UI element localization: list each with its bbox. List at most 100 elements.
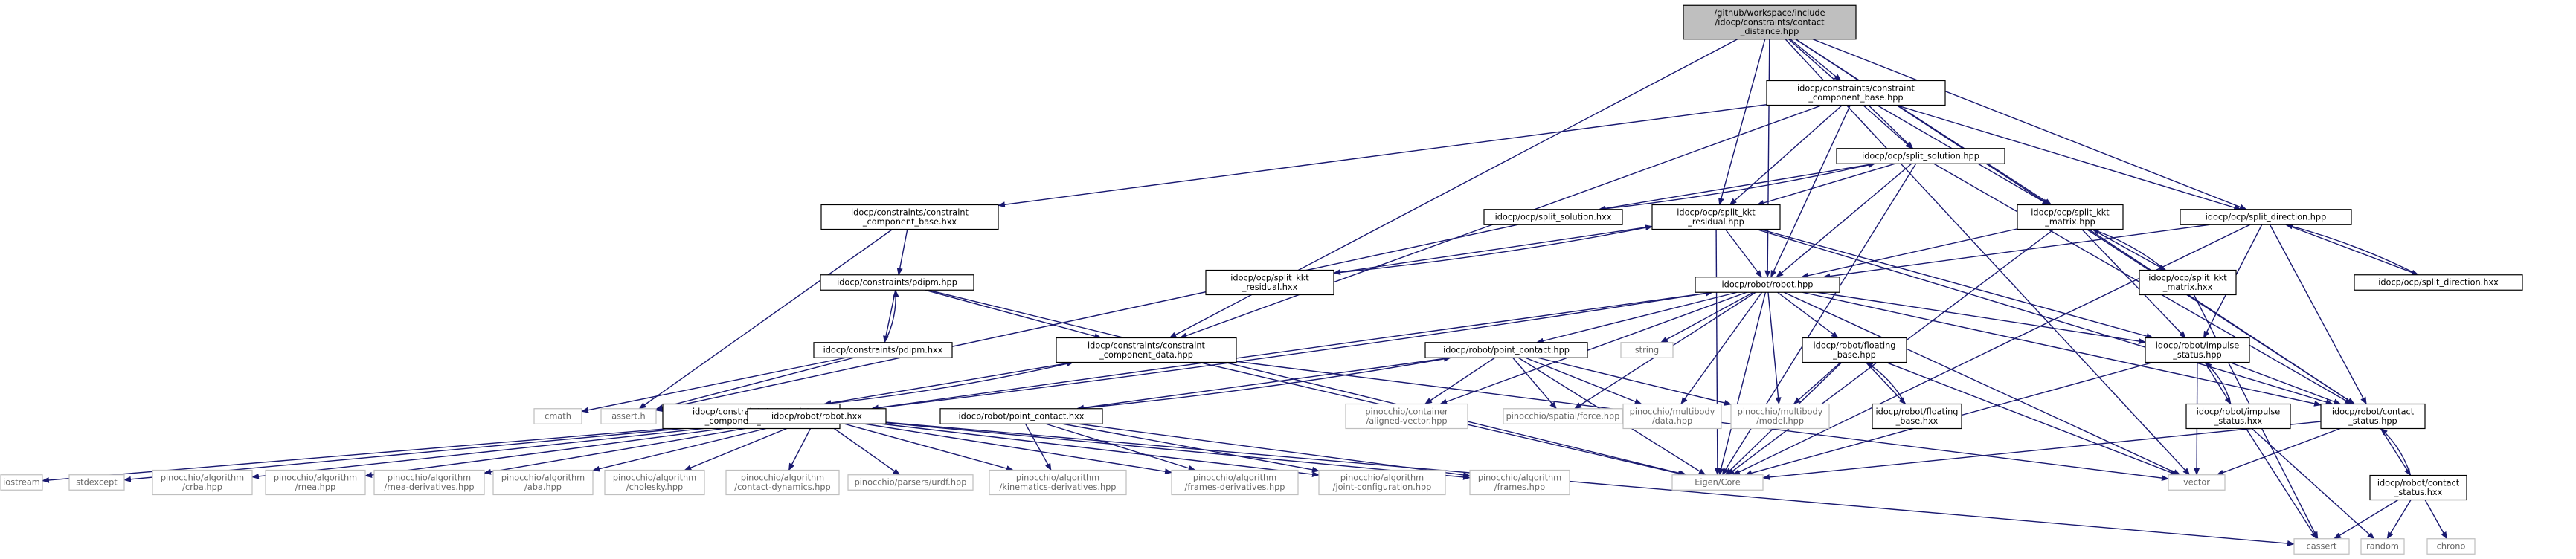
dependency-edge: [684, 423, 799, 471]
graph-node-box: [847, 474, 974, 491]
dependency-edge: [1866, 362, 1907, 405]
graph-node-label: /aligned-vector.hpp: [1366, 416, 1447, 426]
dependency-edge: [1802, 291, 2322, 407]
graph-node-label: pinocchio/algorithm: [1193, 473, 1276, 482]
graph-node[interactable]: idocp/robot/floating_base.hpp: [1802, 337, 1907, 363]
graph-node[interactable]: /github/workspace/include/idocp/constrai…: [1683, 4, 1857, 40]
dependency-edge: [581, 357, 846, 413]
graph-node[interactable]: idocp/robot/impulse_status.hpp: [2145, 337, 2250, 363]
graph-node-box: [2320, 403, 2426, 430]
graph-node-label: iostream: [3, 478, 40, 488]
dependency-edge: [2386, 500, 2412, 540]
dependency-edge: [1767, 292, 1782, 405]
graph-node-box: [2426, 538, 2476, 555]
dependency-edge: [2285, 224, 2419, 276]
graph-node[interactable]: idocp/ocp/split_direction.hpp: [2180, 209, 2352, 225]
graph-node-label: pinocchio/parsers/urdf.hpp: [855, 478, 967, 488]
dependency-edge: [1062, 423, 1320, 473]
graph-node-box: [1171, 469, 1299, 496]
dependency-edge: [1718, 39, 1766, 206]
graph-node[interactable]: idocp/constraints/constraint_component_b…: [820, 204, 999, 230]
graph-node-label: pinocchio/algorithm: [1478, 473, 1561, 482]
graph-node-label: string: [1635, 346, 1659, 355]
graph-node-box: [492, 469, 594, 496]
graph-node-label: cmath: [545, 412, 571, 421]
graph-node[interactable]: idocp/ocp/split_kkt_residual.hpp: [1651, 204, 1781, 230]
graph-node: cmath: [533, 408, 582, 424]
dependency-edge: [1333, 225, 1653, 276]
graph-node-label: pinocchio/algorithm: [274, 473, 357, 482]
graph-node-box: [2360, 538, 2405, 555]
graph-node-label: idocp/robot/contact: [2332, 407, 2415, 416]
graph-node[interactable]: idocp/ocp/split_solution.hxx: [1483, 209, 1623, 225]
graph-node[interactable]: idocp/robot/robot.hxx: [747, 408, 887, 424]
graph-node[interactable]: idocp/ocp/split_kkt_residual.hxx: [1205, 269, 1334, 296]
dependency-edge: [1812, 39, 2247, 210]
graph-node: string: [1620, 342, 1674, 358]
graph-node[interactable]: idocp/constraints/constraint_component_d…: [1056, 337, 1237, 363]
graph-node-box: [1205, 269, 1334, 296]
graph-node-box: [989, 469, 1127, 496]
graph-node[interactable]: idocp/robot/contact_status.hxx: [2369, 474, 2467, 501]
graph-node-label: idocp/constraints/pdipm.hxx: [823, 346, 943, 355]
graph-node[interactable]: idocp/robot/robot.hpp: [1695, 277, 1840, 293]
dependency-edge: [2380, 427, 2412, 476]
dependency-edge: [42, 421, 748, 483]
dependency-edge: [1729, 104, 1843, 206]
dependency-edge: [1660, 291, 1754, 343]
graph-node-box: [820, 274, 974, 291]
graph-node-label: pinocchio/algorithm: [613, 473, 696, 482]
graph-node[interactable]: idocp/constraints/pdipm.hxx: [813, 342, 953, 358]
dependency-edge: [1793, 361, 1841, 405]
graph-node-box: [1802, 337, 1907, 363]
dependency-edge: [1865, 361, 1907, 404]
graph-node-label: /frames.hpp: [1494, 482, 1545, 492]
dependency-edge: [2092, 228, 2167, 271]
graph-node[interactable]: idocp/robot/impulse_status.hxx: [2185, 403, 2291, 430]
graph-node-label: idocp/constraints/pdipm.hpp: [837, 278, 957, 288]
graph-node-label: _component_base.hpp: [1808, 93, 1903, 103]
graph-node[interactable]: idocp/constraints/constraint_component_b…: [1766, 80, 1946, 106]
dependency-edge: [881, 423, 1320, 477]
graph-node[interactable]: idocp/robot/point_contact.hpp: [1424, 342, 1588, 358]
dependency-edge: [1817, 291, 2146, 344]
dependency-edge: [2229, 361, 2342, 405]
dependency-edge: [1025, 423, 1052, 471]
dependency-edge: [592, 423, 786, 472]
graph-node[interactable]: idocp/robot/point_contact.hxx: [939, 408, 1103, 424]
graph-node[interactable]: idocp/ocp/split_kkt_matrix.hxx: [2139, 269, 2237, 296]
graph-node[interactable]: idocp/robot/floating_base.hxx: [1872, 403, 1962, 430]
graph-node-box: [373, 469, 485, 496]
dependency-edge: [1732, 224, 2251, 476]
dependency-edge: [1790, 39, 1842, 82]
dependency-edge: [1783, 291, 2181, 476]
graph-node-label: idocp/constraints/constraint: [851, 207, 969, 217]
graph-node[interactable]: idocp/ocp/split_kkt_matrix.hpp: [2017, 204, 2124, 230]
graph-node-box: [1056, 337, 1237, 363]
graph-node-label: pinocchio/algorithm: [1016, 473, 1099, 482]
graph-node-box: [533, 408, 582, 424]
graph-node-label: pinocchio/algorithm: [501, 473, 585, 482]
graph-node-label: idocp/constraints/constraint: [1797, 83, 1915, 93]
dependency-edge: [1764, 39, 1771, 278]
graph-node-label: idocp/robot/floating: [1876, 407, 1959, 416]
dependency-edge: [885, 422, 1471, 480]
graph-node-box: [0, 474, 43, 491]
graph-node[interactable]: idocp/ocp/split_solution.hpp: [1836, 148, 2005, 164]
dependency-edge: [484, 423, 773, 475]
graph-node-label: idocp/robot/contact: [2377, 478, 2460, 488]
graph-node-box: [2180, 209, 2352, 225]
dependency-edge: [1896, 104, 2242, 210]
graph-node-box: [600, 408, 657, 424]
graph-node: pinocchio/algorithm/frames.hpp: [1469, 469, 1570, 496]
dependency-edge: [251, 423, 748, 479]
dependency-edge: [864, 423, 1172, 475]
graph-node[interactable]: idocp/ocp/split_direction.hxx: [2354, 274, 2523, 291]
dependency-edge: [2251, 427, 2375, 540]
graph-node[interactable]: idocp/robot/contact_status.hpp: [2320, 403, 2426, 430]
graph-node-box: [1503, 408, 1623, 424]
graph-node[interactable]: idocp/constraints/pdipm.hpp: [820, 274, 974, 291]
graph-node-box: [820, 204, 999, 230]
graph-node: cassert: [2293, 538, 2350, 555]
graph-node-box: [68, 474, 125, 491]
